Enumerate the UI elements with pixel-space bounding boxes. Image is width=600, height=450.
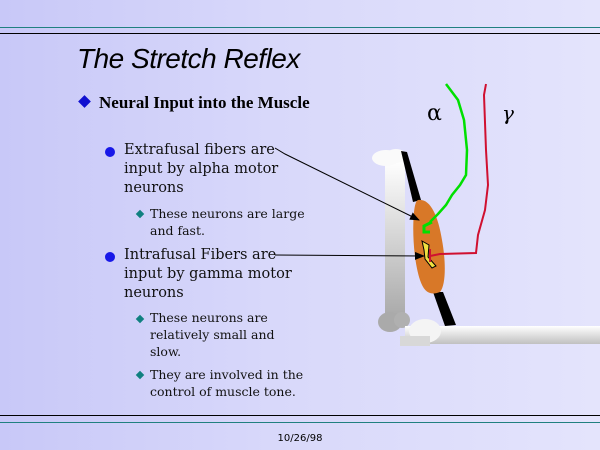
muscle-spindle xyxy=(421,240,437,269)
text-line: slow. xyxy=(150,344,182,359)
text-line: neurons xyxy=(124,285,184,301)
header-rule-black xyxy=(0,33,600,34)
gamma-label: γ xyxy=(502,101,514,125)
upper-bone xyxy=(372,149,410,332)
footer-rule-teal xyxy=(0,422,600,423)
bullet-circle-icon xyxy=(105,147,115,157)
text-line: control of muscle tone. xyxy=(150,384,296,399)
lower-bone xyxy=(400,319,600,346)
upper-tendon xyxy=(401,151,421,202)
text-line: These neurons are xyxy=(150,310,268,325)
text-line: Extrafusal fibers are xyxy=(124,142,275,158)
bullet-small-slow: These neurons are relatively small and s… xyxy=(150,309,320,360)
footer-rule-black xyxy=(0,415,600,416)
intrafusal-pointer-arrow xyxy=(274,251,425,260)
text-line: input by alpha motor xyxy=(124,161,279,177)
text-line: and fast. xyxy=(150,223,205,238)
bullet-extrafusal: Extrafusal fibers are input by alpha mot… xyxy=(124,141,299,198)
bullet-circle-icon xyxy=(105,252,115,262)
text-line: neurons xyxy=(124,180,184,196)
alpha-label: α xyxy=(427,101,442,126)
footer-date: 10/26/98 xyxy=(277,433,323,444)
text-line: relatively small and xyxy=(150,327,275,342)
lower-tendon xyxy=(433,292,456,326)
text-line: Intrafusal Fibers are xyxy=(124,247,277,263)
alpha-neuron-terminal xyxy=(422,220,433,234)
slide-title: The Stretch Reflex xyxy=(77,43,300,74)
header-rule-teal xyxy=(0,27,600,28)
bullet-muscle-tone: They are involved in the control of musc… xyxy=(150,366,320,400)
text-line: input by gamma motor xyxy=(124,266,292,282)
text-line: These neurons are large xyxy=(150,206,305,221)
extrafusal-pointer-arrow xyxy=(274,147,420,221)
text-line: They are involved in the xyxy=(150,367,304,382)
gamma-neuron xyxy=(429,83,490,257)
alpha-neuron xyxy=(429,83,469,223)
bullet-intrafusal: Intrafusal Fibers are input by gamma mot… xyxy=(124,246,299,303)
bullet-large-fast: These neurons are large and fast. xyxy=(150,205,320,239)
bullet-neural-input: Neural Input into the Muscle xyxy=(99,93,310,112)
